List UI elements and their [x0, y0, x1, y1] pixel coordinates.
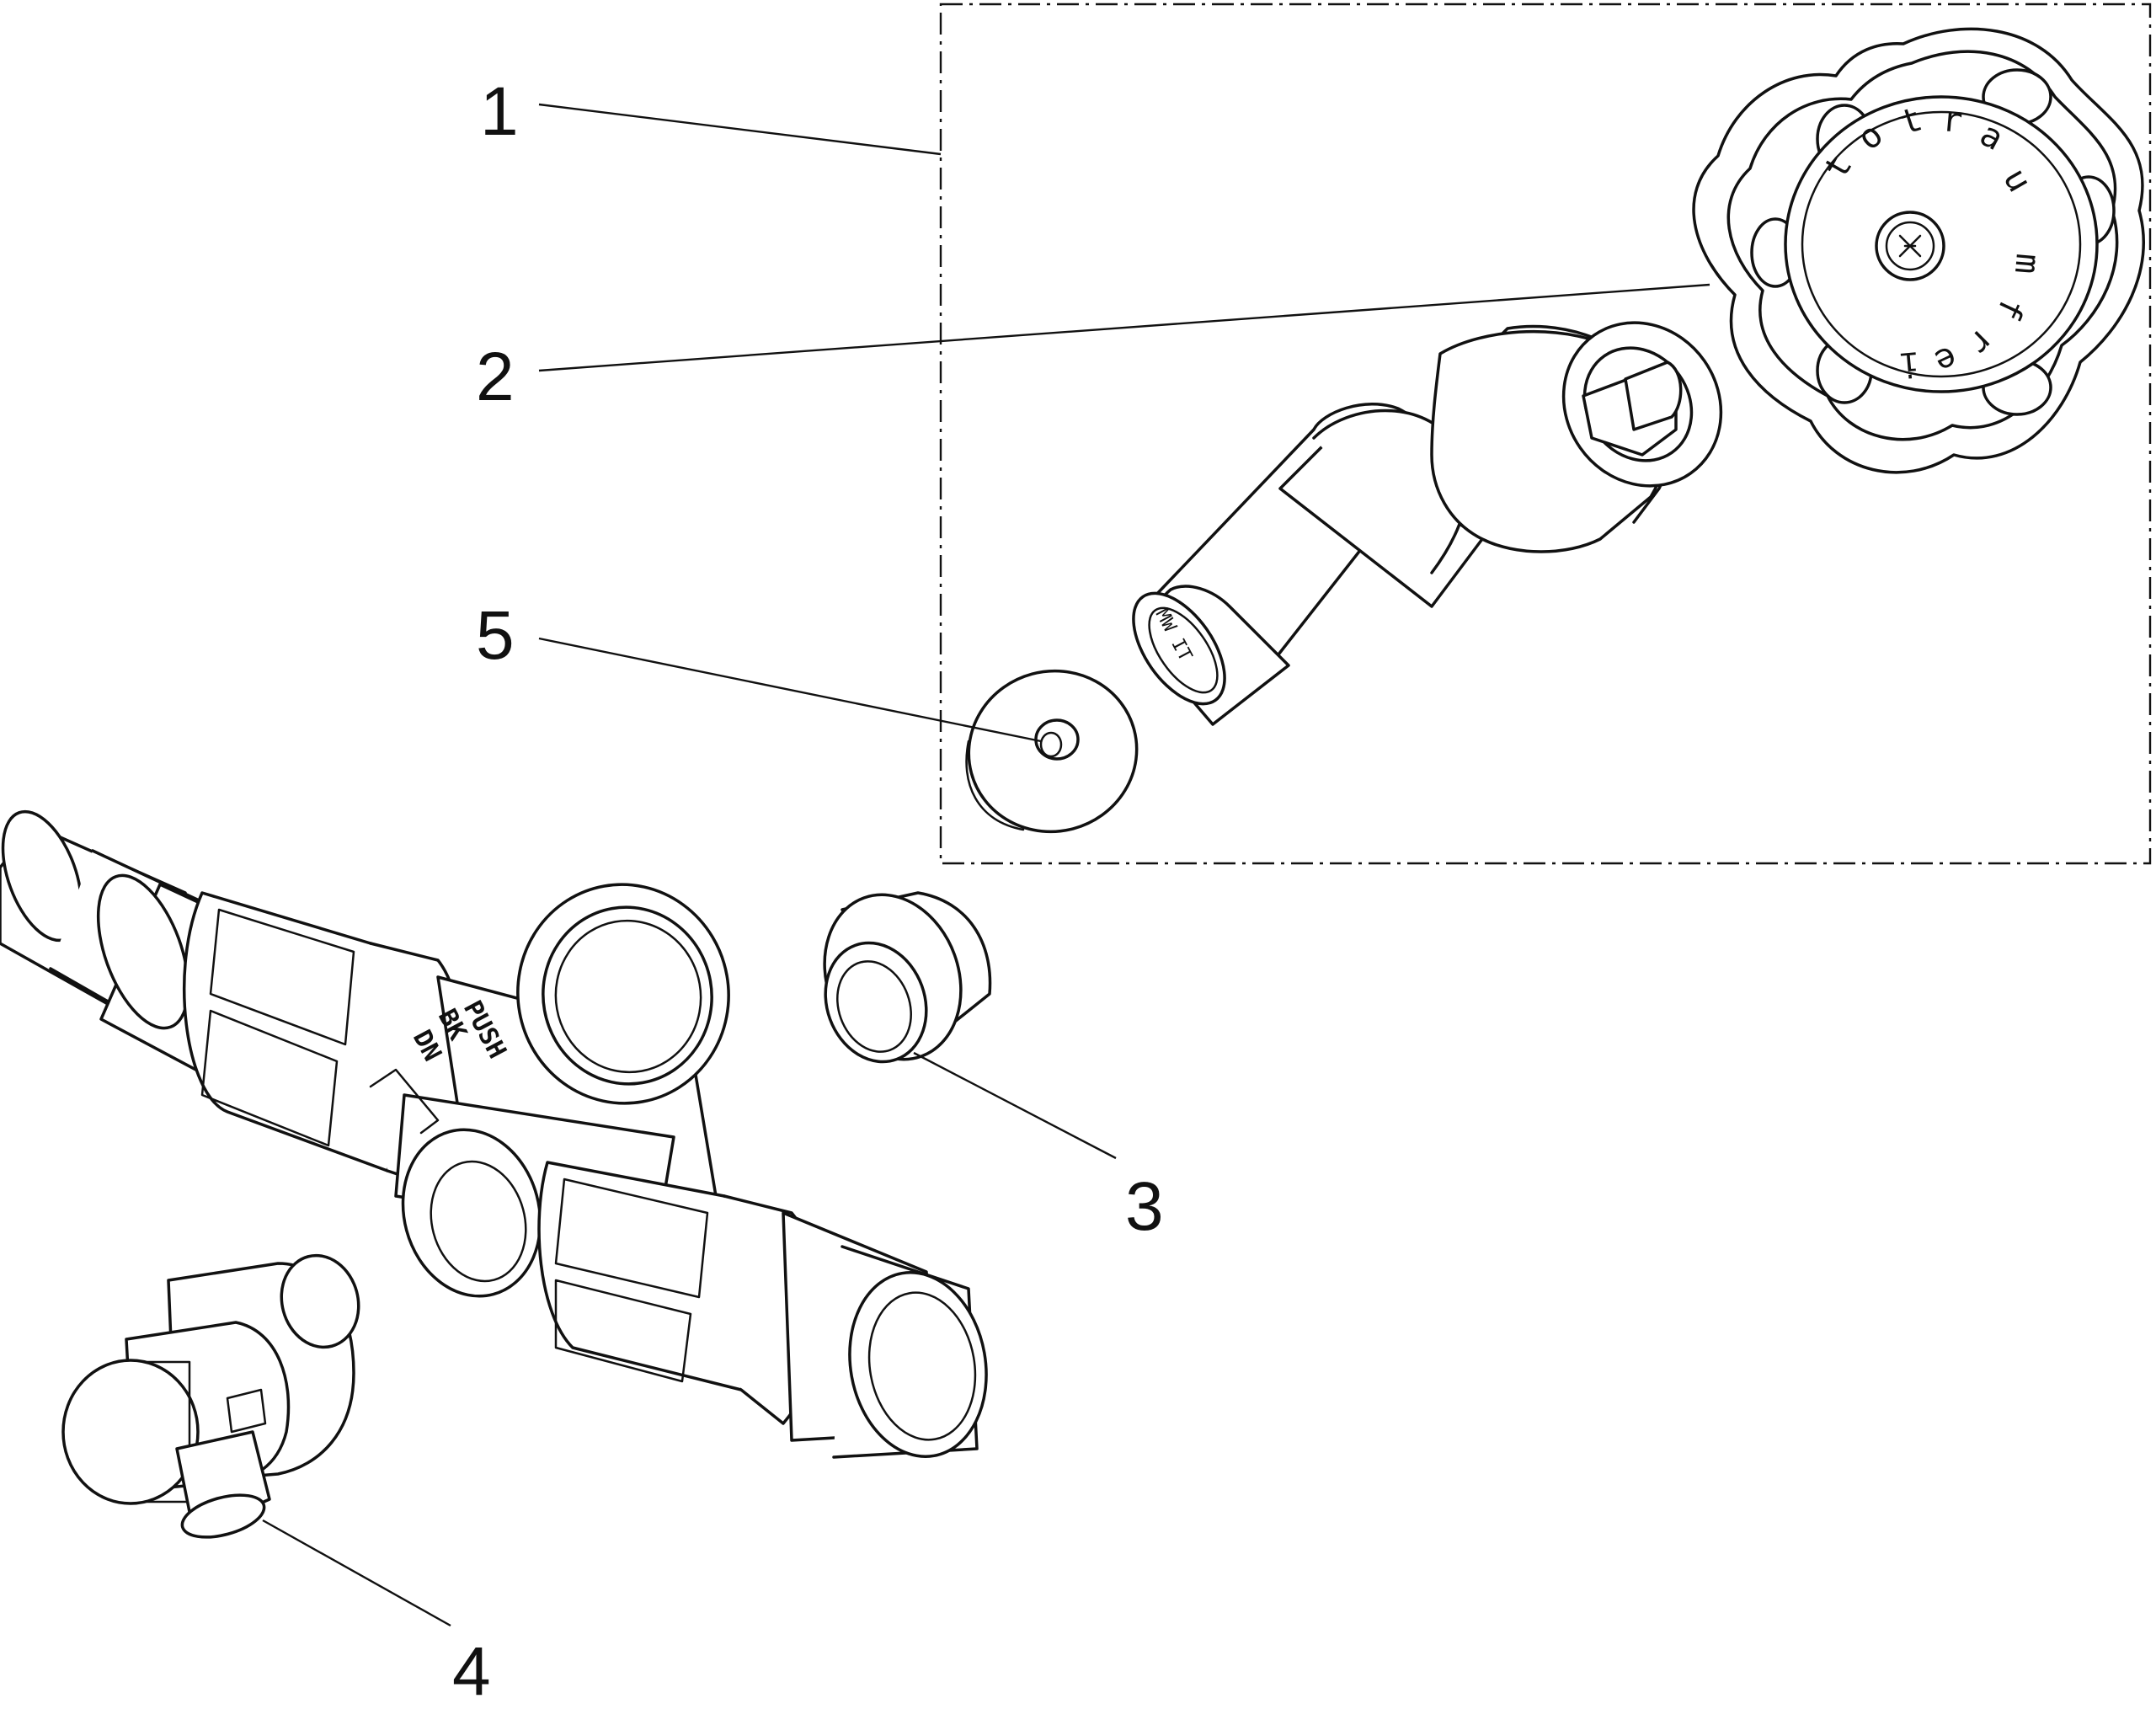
handwheel-letter: i	[1897, 344, 1921, 384]
drain-valve	[61, 1253, 360, 1539]
flow-arrow	[369, 1068, 440, 1135]
assembly-boundary-box	[939, 3, 2152, 865]
leader-line-1	[538, 103, 942, 156]
handwheel: t o t r a u m f r e i	[1692, 27, 2145, 474]
callout-3: 3	[1125, 1168, 1164, 1245]
valve-bonnet: MW IT	[1132, 321, 1723, 726]
leader-line-3	[913, 1051, 1117, 1160]
seal-washer	[965, 669, 1139, 834]
handwheel-letter: m	[2007, 252, 2047, 275]
callout-4: 4	[452, 1633, 491, 1709]
closure-plug	[823, 891, 992, 1064]
leader-line-5	[538, 637, 1042, 743]
leader-line-4	[262, 1519, 451, 1627]
callout-1: 1	[480, 73, 519, 150]
leader-line-2	[538, 283, 1710, 372]
valve-body: PUSH BK DN	[0, 809, 988, 1459]
handwheel-letter: r	[1940, 100, 1964, 141]
callout-2: 2	[476, 339, 515, 415]
callout-5: 5	[476, 597, 515, 674]
